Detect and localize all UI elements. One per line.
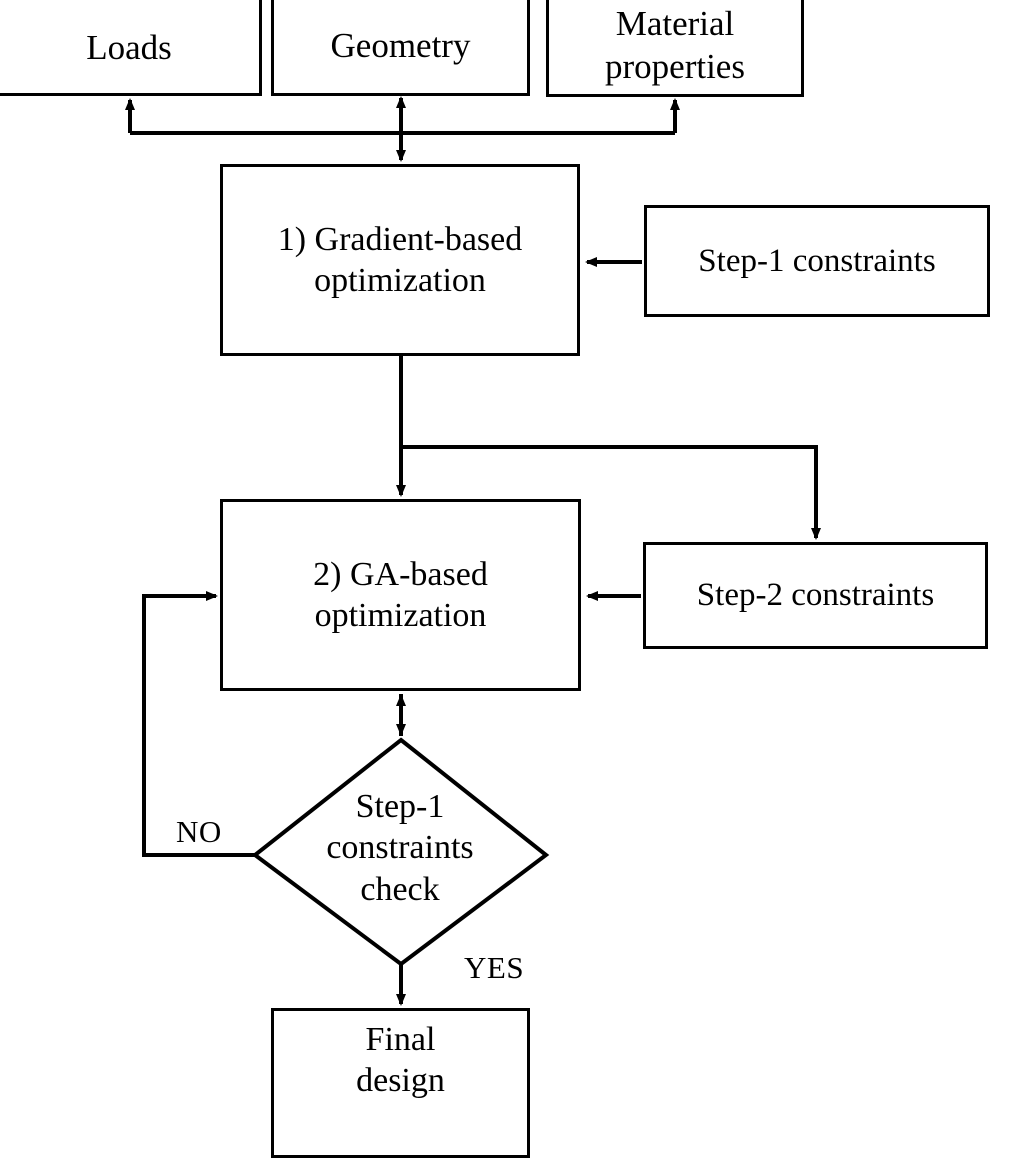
node-ga-based-optimization-label: 2) GA-based optimization [313, 555, 488, 634]
node-material-properties-label: Material properties [605, 3, 745, 86]
node-loads[interactable]: Loads [0, 0, 262, 96]
node-loads-label: Loads [86, 27, 172, 67]
edge-label-no: NO [176, 814, 222, 849]
node-geometry[interactable]: Geometry [271, 0, 530, 96]
flowchart-canvas: Loads Geometry Material properties 1) Gr… [0, 0, 990, 1158]
node-gradient-based-optimization[interactable]: 1) Gradient-based optimization [220, 164, 580, 356]
node-material-properties[interactable]: Material properties [546, 0, 804, 97]
node-step-1-constraints-label: Step-1 constraints [698, 242, 936, 279]
node-step-2-constraints[interactable]: Step-2 constraints [643, 542, 988, 649]
node-final-design-label: Final design [356, 1020, 445, 1099]
edge-label-yes: YES [464, 950, 525, 985]
node-geometry-label: Geometry [330, 25, 471, 65]
node-ga-based-optimization[interactable]: 2) GA-based optimization [220, 499, 581, 691]
node-step-1-constraints-check-label: Step-1 constraints check [326, 788, 474, 908]
node-step-1-constraints[interactable]: Step-1 constraints [644, 205, 990, 317]
node-gradient-based-optimization-label: 1) Gradient-based optimization [277, 220, 523, 299]
node-final-design[interactable]: Final design [271, 1008, 530, 1158]
node-step-2-constraints-label: Step-2 constraints [696, 577, 935, 614]
